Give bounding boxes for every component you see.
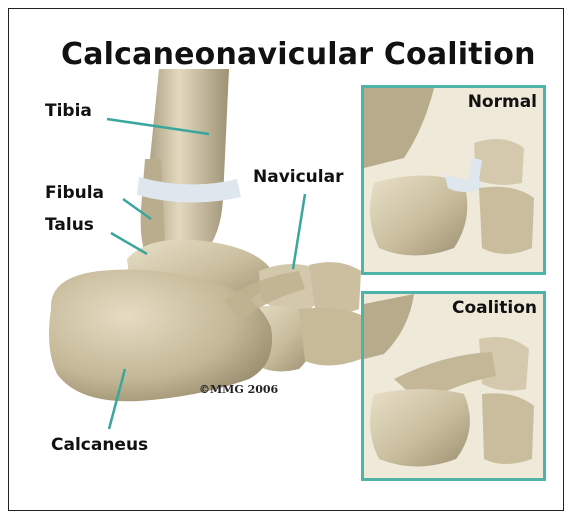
figure-frame: Calcaneonavicular Coalition [8, 8, 564, 511]
coalition-inset-label: Coalition [452, 298, 537, 318]
metatarsal-bone [299, 308, 361, 366]
talus-label: Talus [45, 215, 94, 235]
coalition-inset: Coalition [361, 291, 546, 481]
cuneiform-bone [309, 262, 361, 314]
normal-inset-label: Normal [468, 92, 537, 112]
normal-inset-art [364, 88, 544, 273]
navicular-label: Navicular [253, 167, 343, 187]
calcaneus-label: Calcaneus [51, 435, 148, 455]
tibia-label: Tibia [45, 101, 92, 121]
navicular-pointer [293, 194, 305, 269]
normal-inset: Normal [361, 85, 546, 275]
fibula-label: Fibula [45, 183, 104, 203]
coalition-inset-art [364, 294, 544, 479]
copyright-notice: ©MMG 2006 [199, 383, 278, 396]
